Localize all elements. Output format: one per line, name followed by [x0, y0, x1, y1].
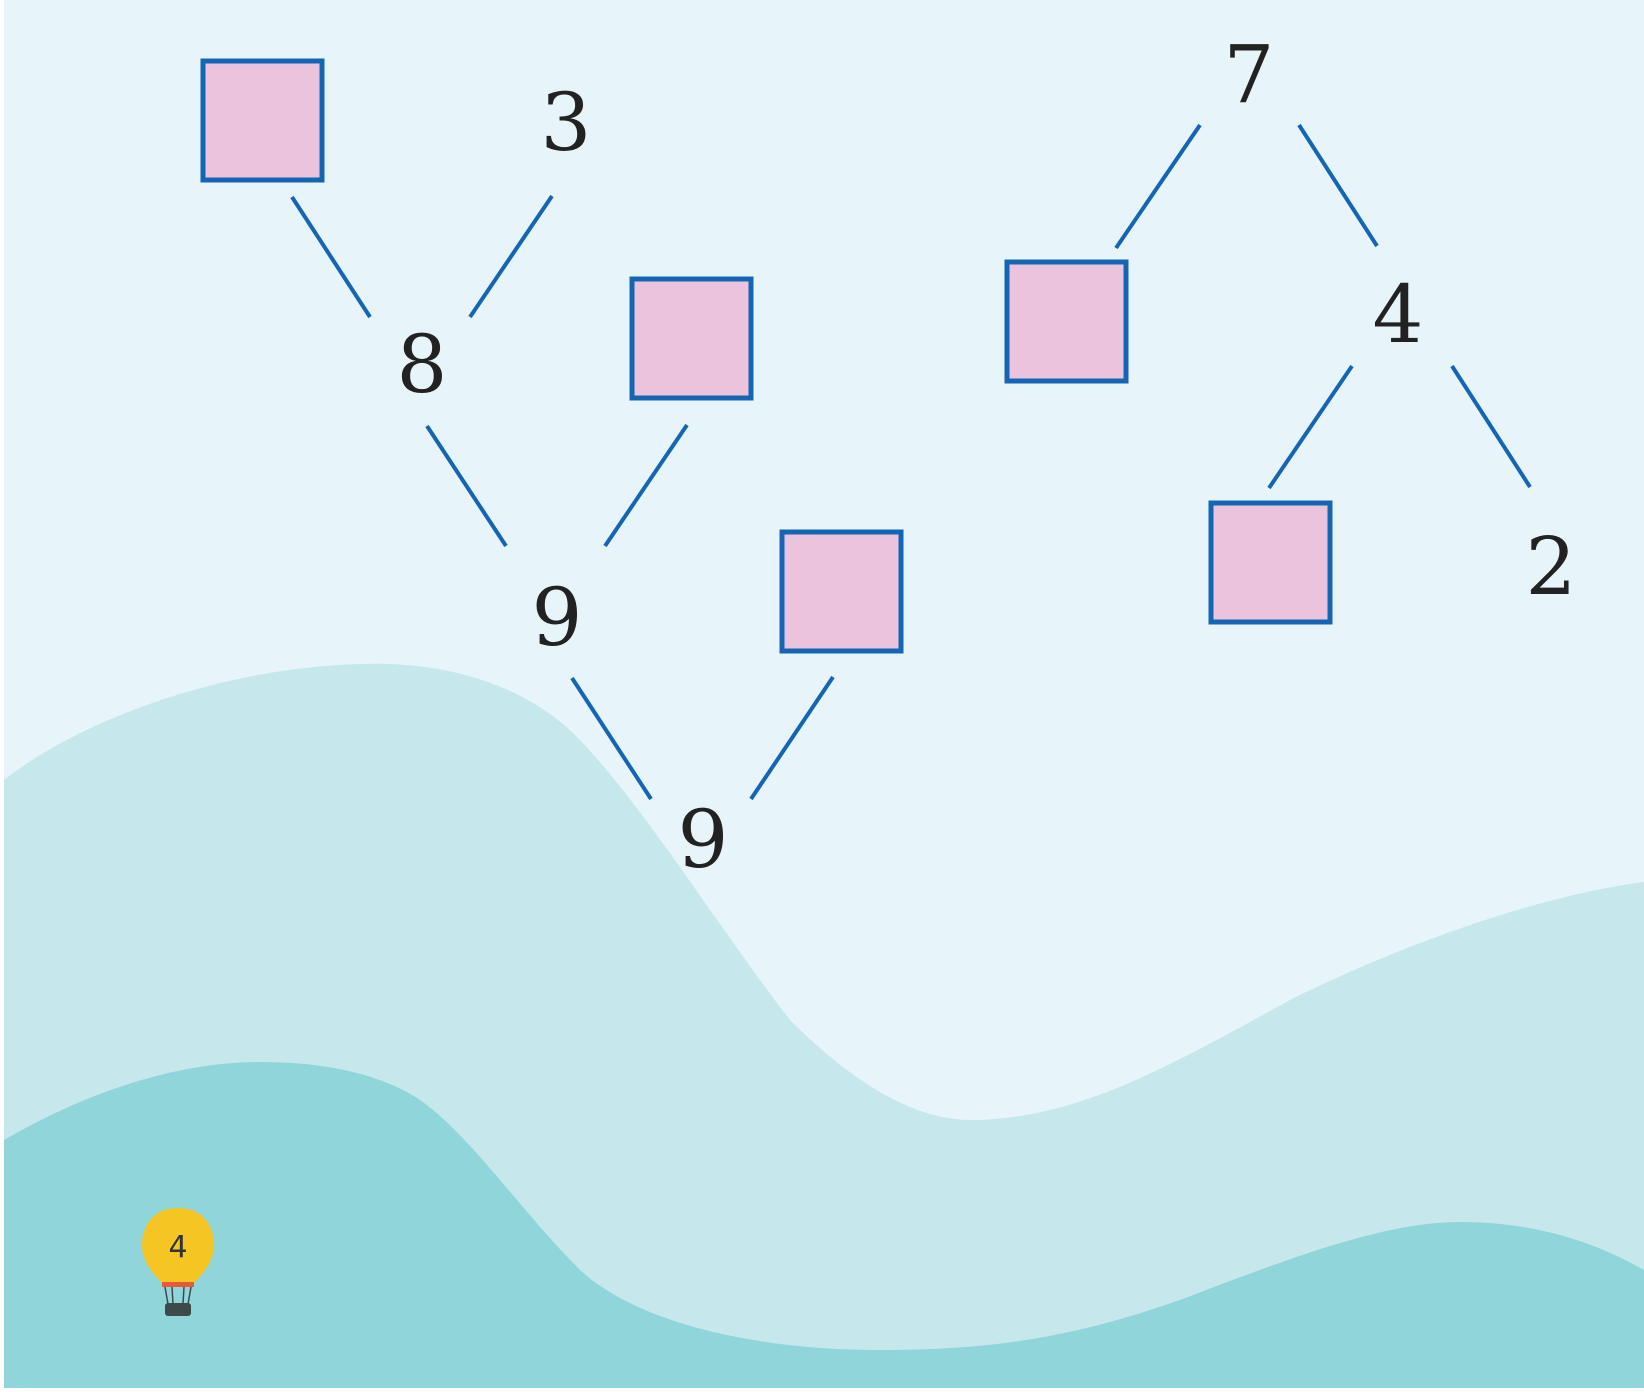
balloon-envelope — [142, 1208, 214, 1284]
answer-box-left-low[interactable] — [779, 529, 904, 654]
page-number: 4 — [168, 1230, 187, 1265]
edge-7-to-4 — [1297, 123, 1379, 248]
balloon-rope-mid-right — [182, 1286, 185, 1305]
number-7: 7 — [1224, 28, 1275, 121]
number-3: 3 — [541, 76, 592, 169]
answer-box-left-top[interactable] — [200, 58, 325, 183]
number-4: 4 — [1373, 268, 1424, 361]
edge-9-to-9 — [570, 676, 653, 801]
edge-box2-to-9 — [603, 423, 689, 548]
answer-box-left-mid[interactable] — [629, 276, 754, 401]
edge-box1-to-8 — [290, 195, 372, 319]
answer-box-right-low[interactable] — [1208, 500, 1333, 625]
answer-box-right-left[interactable] — [1004, 259, 1129, 384]
balloon-rope-right — [187, 1286, 192, 1305]
balloon-rope-mid-left — [171, 1286, 174, 1305]
number-2: 2 — [1526, 520, 1577, 613]
bond-lines — [290, 123, 1532, 801]
edge-8-to-9 — [425, 424, 508, 548]
edge-3-to-8 — [468, 194, 554, 319]
balloon-band — [162, 1282, 194, 1287]
edge-4-to-2 — [1450, 364, 1532, 489]
number-9-bottom: 9 — [678, 793, 729, 886]
number-9-middle: 9 — [532, 571, 583, 664]
balloon-rope-left — [164, 1286, 169, 1305]
hot-air-balloon-icon — [142, 1208, 214, 1316]
edge-7-to-box4 — [1114, 123, 1202, 250]
number-8: 8 — [397, 318, 448, 411]
edge-box3-to-9 — [749, 675, 835, 801]
edge-4-to-box5 — [1267, 364, 1354, 490]
hill-dark — [4, 1062, 1644, 1388]
balloon-basket — [165, 1303, 191, 1316]
